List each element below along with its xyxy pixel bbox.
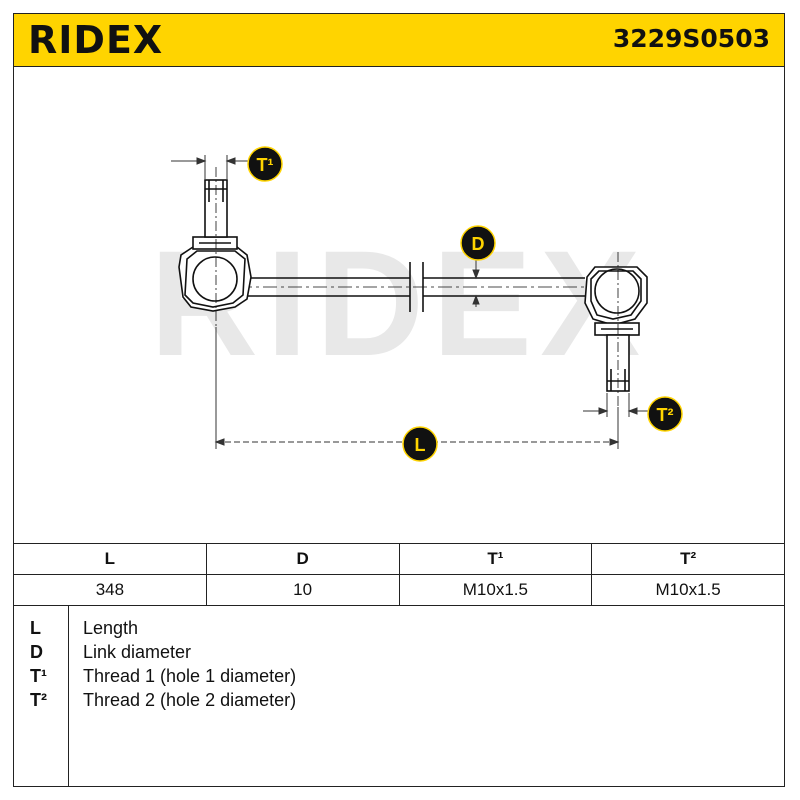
legend-key: T² [30, 690, 47, 710]
legend-key: L [30, 618, 41, 638]
callout-t2: T² [647, 396, 683, 432]
callout-t1: T¹ [247, 146, 283, 182]
legend-divider [68, 606, 69, 786]
callout-l: L [402, 426, 438, 462]
callout-l-label: L [415, 435, 426, 455]
callout-d-label: D [472, 234, 485, 254]
spec-header-t1: T¹ [398, 543, 593, 575]
spec-table: L D T¹ T² 348 10 M10x1.5 M10x1.5 [13, 543, 785, 606]
brand-logo: RIDEX [28, 18, 164, 62]
spec-header-l: L [13, 543, 207, 575]
legend-desc: Thread 2 (hole 2 diameter) [83, 690, 297, 710]
spec-value-row: 348 10 M10x1.5 M10x1.5 [13, 574, 785, 606]
spec-value-t2: M10x1.5 [591, 574, 785, 606]
legend-desc: Length [83, 618, 139, 638]
legend-desc: Thread 1 (hole 1 diameter) [83, 666, 297, 686]
legend: L Length D Link diameter T¹ Thread 1 (ho… [13, 606, 785, 787]
stabilizer-link [178, 167, 648, 407]
callout-d: D [460, 225, 496, 261]
callout-t1-label: T¹ [257, 155, 274, 175]
technical-drawing: RIDEX [13, 67, 785, 543]
legend-key: D [30, 642, 43, 662]
callout-t2-label: T² [657, 405, 674, 425]
spec-value-d: 10 [205, 574, 400, 606]
spec-header-row: L D T¹ T² [13, 543, 785, 575]
header-bar [13, 13, 785, 67]
spec-header-d: D [205, 543, 400, 575]
spec-header-t2: T² [591, 543, 785, 575]
spec-value-l: 348 [13, 574, 207, 606]
legend-key: T¹ [30, 666, 47, 686]
part-number: 3229S0503 [612, 24, 770, 53]
spec-value-t1: M10x1.5 [398, 574, 593, 606]
legend-desc: Link diameter [83, 642, 192, 662]
